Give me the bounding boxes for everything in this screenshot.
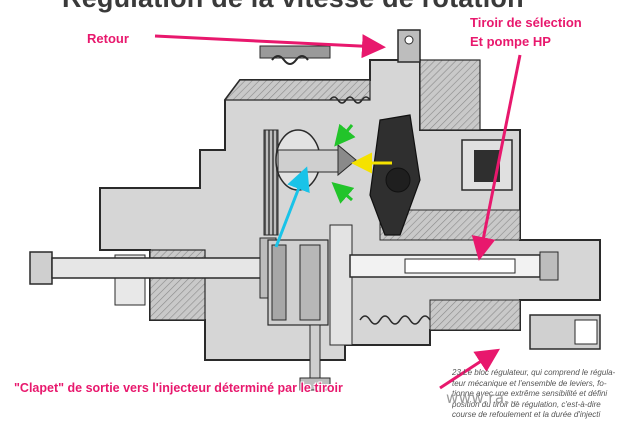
delivery-valve [529,314,601,350]
return-port [397,29,421,63]
arrow-green-bottom [331,182,355,204]
distributor-plunger [349,251,559,281]
label-tiroir: Tiroir de sélection Et pompe HP [470,13,582,51]
diagram-title: Régulation de la vitesse de rotation [62,0,524,14]
label-retour: Retour [87,31,129,46]
caption-line: position du tiroir de régulation, c'est-… [452,399,601,409]
arrow-cyan [274,166,310,248]
pump-housing [99,59,601,361]
watermark-text: www.ra... [446,389,521,407]
caption-line: 23 Le bloc régulateur, qui comprend le r… [452,368,616,377]
arrow-retour [154,34,386,59]
governor-lever [369,114,421,236]
caption-line: course de refoulement et la durée d'inje… [452,410,601,419]
solenoid-valve [461,139,513,191]
arrow-tiroir [471,54,522,261]
arrow-clapet [439,348,501,390]
label-tiroir-line2: Et pompe HP [470,34,551,49]
cam-roller-assembly [267,224,353,391]
caption-line: teur mécanique et l'ensemble de leviers,… [452,378,607,388]
governor-spring [259,45,371,104]
arrow-green-top [334,123,356,147]
label-tiroir-line1: Tiroir de sélection [470,15,582,30]
label-clapet: "Clapet" de sortie vers l'injecteur déte… [14,381,343,395]
caption-line: tionne avec une extrême sensibilité et d… [452,389,608,398]
bottom-spring [359,315,431,325]
figure-caption: 23 Le bloc régulateur, qui comprend le r… [452,368,640,421]
